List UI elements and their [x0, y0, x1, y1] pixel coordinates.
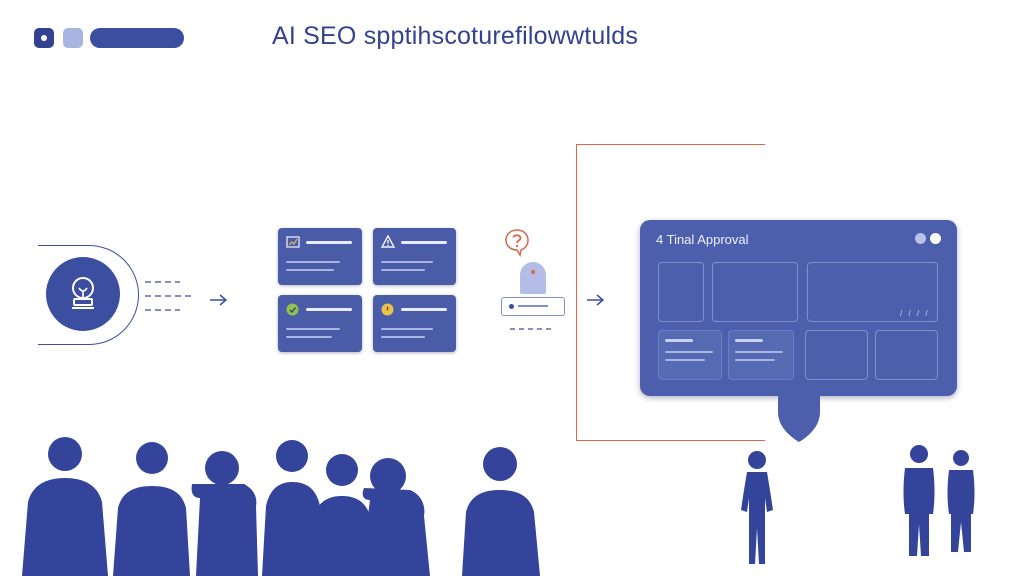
header-logo — [34, 28, 184, 50]
check-icon — [286, 303, 299, 316]
reviewer-figure — [520, 262, 546, 294]
start-node[interactable] — [46, 257, 120, 331]
arc-shape — [38, 245, 139, 345]
warning-icon — [381, 235, 395, 248]
dashed-connector-1 — [145, 281, 195, 311]
content-tile[interactable] — [658, 262, 704, 322]
panel-title: 4 Tinal Approval — [656, 232, 749, 247]
page-title: AI SEO spptihscoturefilowwtulds — [272, 22, 639, 50]
arrow-right-icon — [587, 294, 605, 306]
approver-silhouettes — [903, 445, 975, 556]
content-tile[interactable] — [805, 330, 868, 380]
arrow-right-icon — [210, 294, 228, 306]
step-card-1[interactable] — [278, 228, 362, 285]
step-card-4[interactable] — [373, 295, 456, 352]
audience-silhouettes — [22, 437, 540, 576]
step-card-3[interactable] — [278, 295, 362, 352]
final-approval-panel[interactable]: 4 Tinal Approval / / / / — [640, 220, 957, 396]
content-tile[interactable] — [875, 330, 938, 380]
content-tile[interactable]: / / / / — [807, 262, 938, 322]
idea-icon — [381, 303, 394, 316]
dashed-connector-2 — [510, 328, 552, 330]
logo-square-light — [63, 28, 83, 48]
feedback-bracket — [576, 144, 765, 441]
content-tile[interactable] — [728, 330, 794, 380]
question-icon — [505, 229, 529, 258]
chart-icon — [286, 236, 300, 248]
content-tile[interactable] — [658, 330, 722, 380]
logo-bar — [90, 28, 184, 48]
reviewer-silhouette — [741, 451, 773, 564]
review-input[interactable] — [501, 297, 565, 316]
window-dot — [930, 233, 941, 244]
shield-icon — [778, 390, 820, 442]
step-card-2[interactable] — [373, 228, 456, 285]
content-tile[interactable] — [712, 262, 798, 322]
sparkle-icon: / / / / — [900, 309, 930, 318]
logo-square — [34, 28, 54, 48]
lightbulb-icon — [72, 277, 94, 309]
window-dot — [915, 233, 926, 244]
